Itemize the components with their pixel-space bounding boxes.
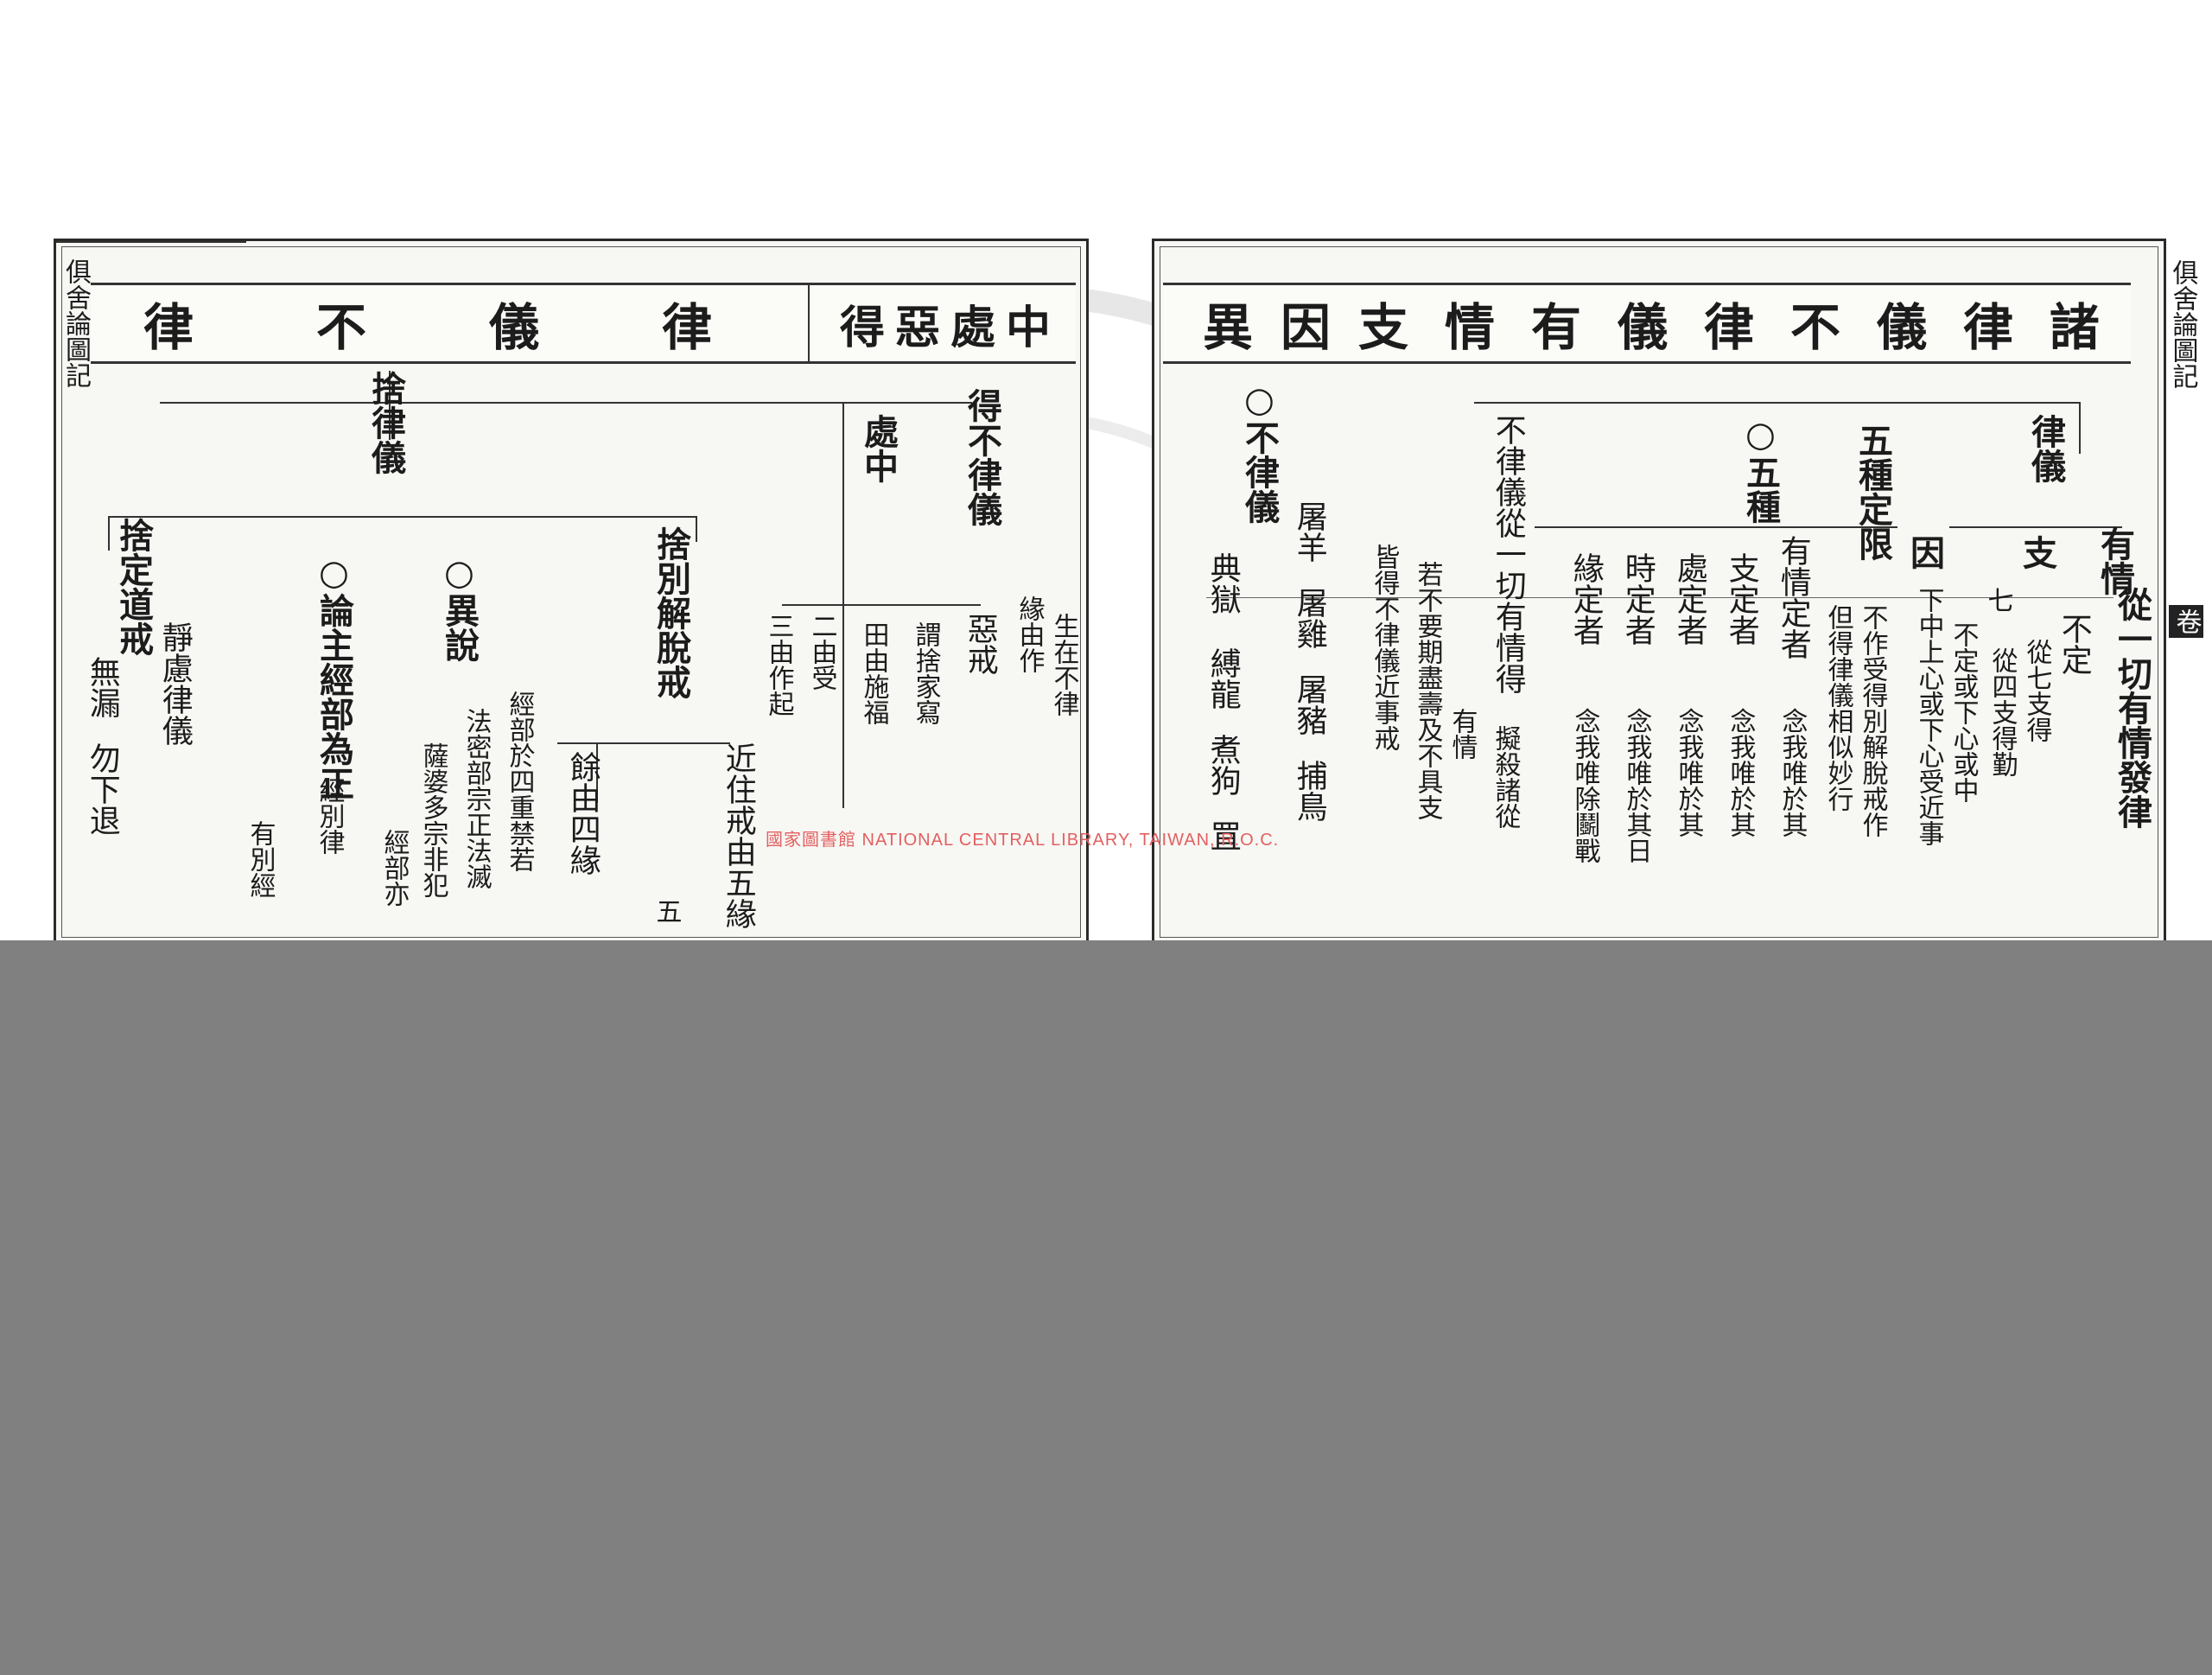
node-wu-zhong: ○五種 [1740, 414, 1781, 524]
node-fu-long: 縛龍 [1205, 647, 1241, 710]
node-bu-lvyi: ○不律儀 [1239, 379, 1280, 524]
node-qi: 七 [1982, 587, 2013, 613]
node-wulou: 無漏 [84, 656, 120, 718]
left-header-title-1: 律 [143, 298, 228, 357]
node-wu: 五 [651, 898, 682, 924]
left-header-right-title: 得惡處中 [839, 301, 1061, 354]
node-san-you: 三由作起 [763, 613, 794, 716]
node-nian-4: 念我唯於其日 [1621, 708, 1652, 863]
header-divider [808, 285, 810, 361]
node-you-qing: 有情 [2094, 526, 2135, 595]
node-nian-3: 念我唯於其 [1673, 708, 1704, 838]
node-wang: 罝 [1205, 820, 1241, 851]
node-jing-bie-lv: 經別律 [314, 777, 345, 855]
right-header-bar: 諸 律 儀 不 律 儀 有 情 支 因 異 [1163, 283, 2131, 364]
right-side-tab: 卷 [2169, 605, 2203, 638]
node-lvyi: 律儀 [2025, 414, 2066, 483]
node-yuan-you: 緣由作 [1014, 595, 1045, 673]
node-cong-qi: 從七支得 [2021, 639, 2052, 742]
right-header-char-3: 儀 [1876, 298, 1927, 357]
node-yu-you-si-yuan: 餘由四緣 [564, 751, 601, 876]
node-bu-ding: 不定 [2056, 613, 2092, 675]
right-header-char-2: 律 [1962, 298, 2013, 357]
right-page: 諸 律 儀 不 律 儀 有 情 支 因 異 律儀 支 因 有情 從一切有情發律 … [1152, 239, 2166, 946]
node-bu-zuo-shou: 不作受得別解脫戒作 [1857, 604, 1888, 838]
node-zhi-ding: 支定者 [1723, 552, 1759, 646]
left-side-title: 俱舍論圖記 [60, 258, 91, 388]
node-zhu-gou: 煮狗 [1205, 734, 1241, 796]
node-sheng-xia: 勿下退 [84, 742, 120, 836]
right-header-char-5: 律 [1703, 298, 1754, 357]
node-huo-xia: 或下心受近事 [1913, 691, 1944, 846]
node-huo-jie: 擬殺諸從 [1490, 725, 1521, 829]
node-you-qing-ding: 有情定者 [1775, 535, 1811, 659]
left-header-title-2: 不 [315, 298, 401, 357]
node-de-bu-lvyi: 得不律儀 [962, 388, 1002, 526]
left-header-bar: 律 不 儀 律 得惡處中 [91, 283, 1076, 364]
node-jing-lv-lvyi: 靜慮律儀 [156, 621, 193, 746]
node-lun-zhu: ○論主經部為正 [314, 552, 354, 800]
node-she-jia: 謂捨家寫 [910, 621, 941, 725]
node-dan-de: 但得律儀相似妙行 [1822, 604, 1853, 812]
right-header-char-7: 有 [1530, 298, 1581, 357]
node-you-bie-jing: 有別經 [245, 820, 276, 898]
node-ruo-bu: 若不要期盡壽及不具支 [1412, 561, 1443, 820]
node-sheng-zai: 生在不律 [1048, 613, 1079, 716]
left-page: 俱舍論圖記 律 不 儀 律 得惡處中 捨律儀 捨定道戒 靜慮律儀 無漏 勿下退 … [54, 239, 1089, 946]
node-sapo: 薩婆多宗非犯 [417, 742, 448, 898]
node-tu-yang: 屠羊 [1291, 500, 1327, 563]
node-bu-niao: 捕鳥 [1291, 760, 1327, 822]
node-nian-1: 念我唯於其 [1777, 708, 1808, 838]
node-she-ding-dao-jie: 捨定道戒 [113, 518, 154, 656]
node-yuan-ding: 緣定者 [1567, 552, 1604, 646]
node-jie-de: 皆得不律儀近事戒 [1369, 544, 1400, 751]
node-chu-zhong: 處中 [858, 414, 899, 483]
node-cong-yiqie: 從一切有情發律 [2112, 587, 2152, 829]
node-dian-yu: 典獄 [1205, 552, 1241, 615]
node-jing-bu-2: 經部亦 [378, 829, 410, 907]
right-header-char-6: 儀 [1617, 298, 1668, 357]
node-jin-zhu-jie: 近住戒由五緣 [720, 742, 756, 929]
node-chu-ding: 處定者 [1671, 552, 1707, 646]
node-nian-5: 念我唯除鬬戰 [1569, 708, 1600, 863]
node-wu-zhong-ding-xian: 五種定限 [1853, 423, 1893, 561]
node-cong-si: 從四支得勤 [1986, 647, 2018, 777]
left-header-title-4: 律 [661, 298, 747, 357]
node-tu-ji: 屠雞 [1291, 587, 1327, 649]
node-nian-2: 念我唯於其 [1725, 708, 1756, 838]
node-she-lvyi: 捨律儀 [365, 371, 406, 474]
right-header-char-8: 情 [1444, 298, 1495, 357]
right-side-title: 俱舍論圖記 [2167, 259, 2198, 389]
node-she-bie-jie-tuo: 捨別解脫戒 [651, 526, 691, 699]
node-xia-zhong-shang: 下中上心 [1913, 587, 1944, 691]
node-bu-ding-2: 不定或下心或中 [1948, 621, 1979, 803]
right-header-char-9: 支 [1357, 298, 1408, 357]
library-watermark-text: 國家圖書館 NATIONAL CENTRAL LIBRARY, TAIWAN, … [766, 831, 1280, 850]
node-you-qing-2: 有情 [1446, 708, 1478, 760]
node-bu-lvyi-cong: 不律儀從一切有情得 [1490, 414, 1526, 694]
node-jing-bu: 經部於四重禁若 [504, 691, 535, 872]
node-zhi: 支 [2017, 535, 2057, 570]
right-header-char-1: 諸 [2049, 298, 2100, 357]
node-shi-ding: 時定者 [1619, 552, 1656, 646]
node-er-you: 二由受 [806, 613, 837, 691]
node-yin: 因 [1904, 535, 1945, 570]
node-yi-shuo: ○異說 [439, 552, 480, 662]
node-tian-ci: 田由施福 [858, 621, 889, 725]
node-tu-zhu: 屠豬 [1291, 673, 1327, 736]
gray-mask [0, 940, 2212, 1675]
left-header-title-3: 儀 [488, 298, 574, 357]
right-header-char-4: 不 [1789, 298, 1840, 357]
right-header-char-11: 異 [1202, 298, 1253, 357]
node-e-jie: 惡戒 [962, 613, 998, 675]
right-header-char-10: 因 [1280, 298, 1331, 357]
node-fa-mi: 法密部宗正法滅 [461, 708, 492, 889]
